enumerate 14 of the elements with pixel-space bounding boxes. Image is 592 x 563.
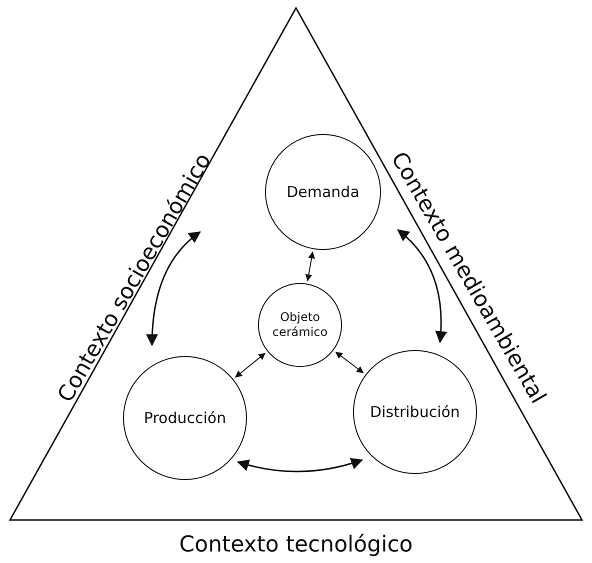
circle-node [258,283,342,367]
double-arrow [335,352,364,374]
node-label: Producción [144,408,226,428]
double-arrow [236,458,364,472]
node-label: Objeto cerámico [271,310,329,340]
double-arrow [146,231,201,346]
circle-node [123,356,247,480]
node-label: Distribución [370,402,460,422]
context-label: Contexto tecnológico [179,532,413,558]
circle-node [265,134,381,250]
node-label: Demanda [286,182,360,202]
double-arrow [397,229,447,344]
double-arrow [305,251,315,282]
double-arrow [235,352,266,378]
